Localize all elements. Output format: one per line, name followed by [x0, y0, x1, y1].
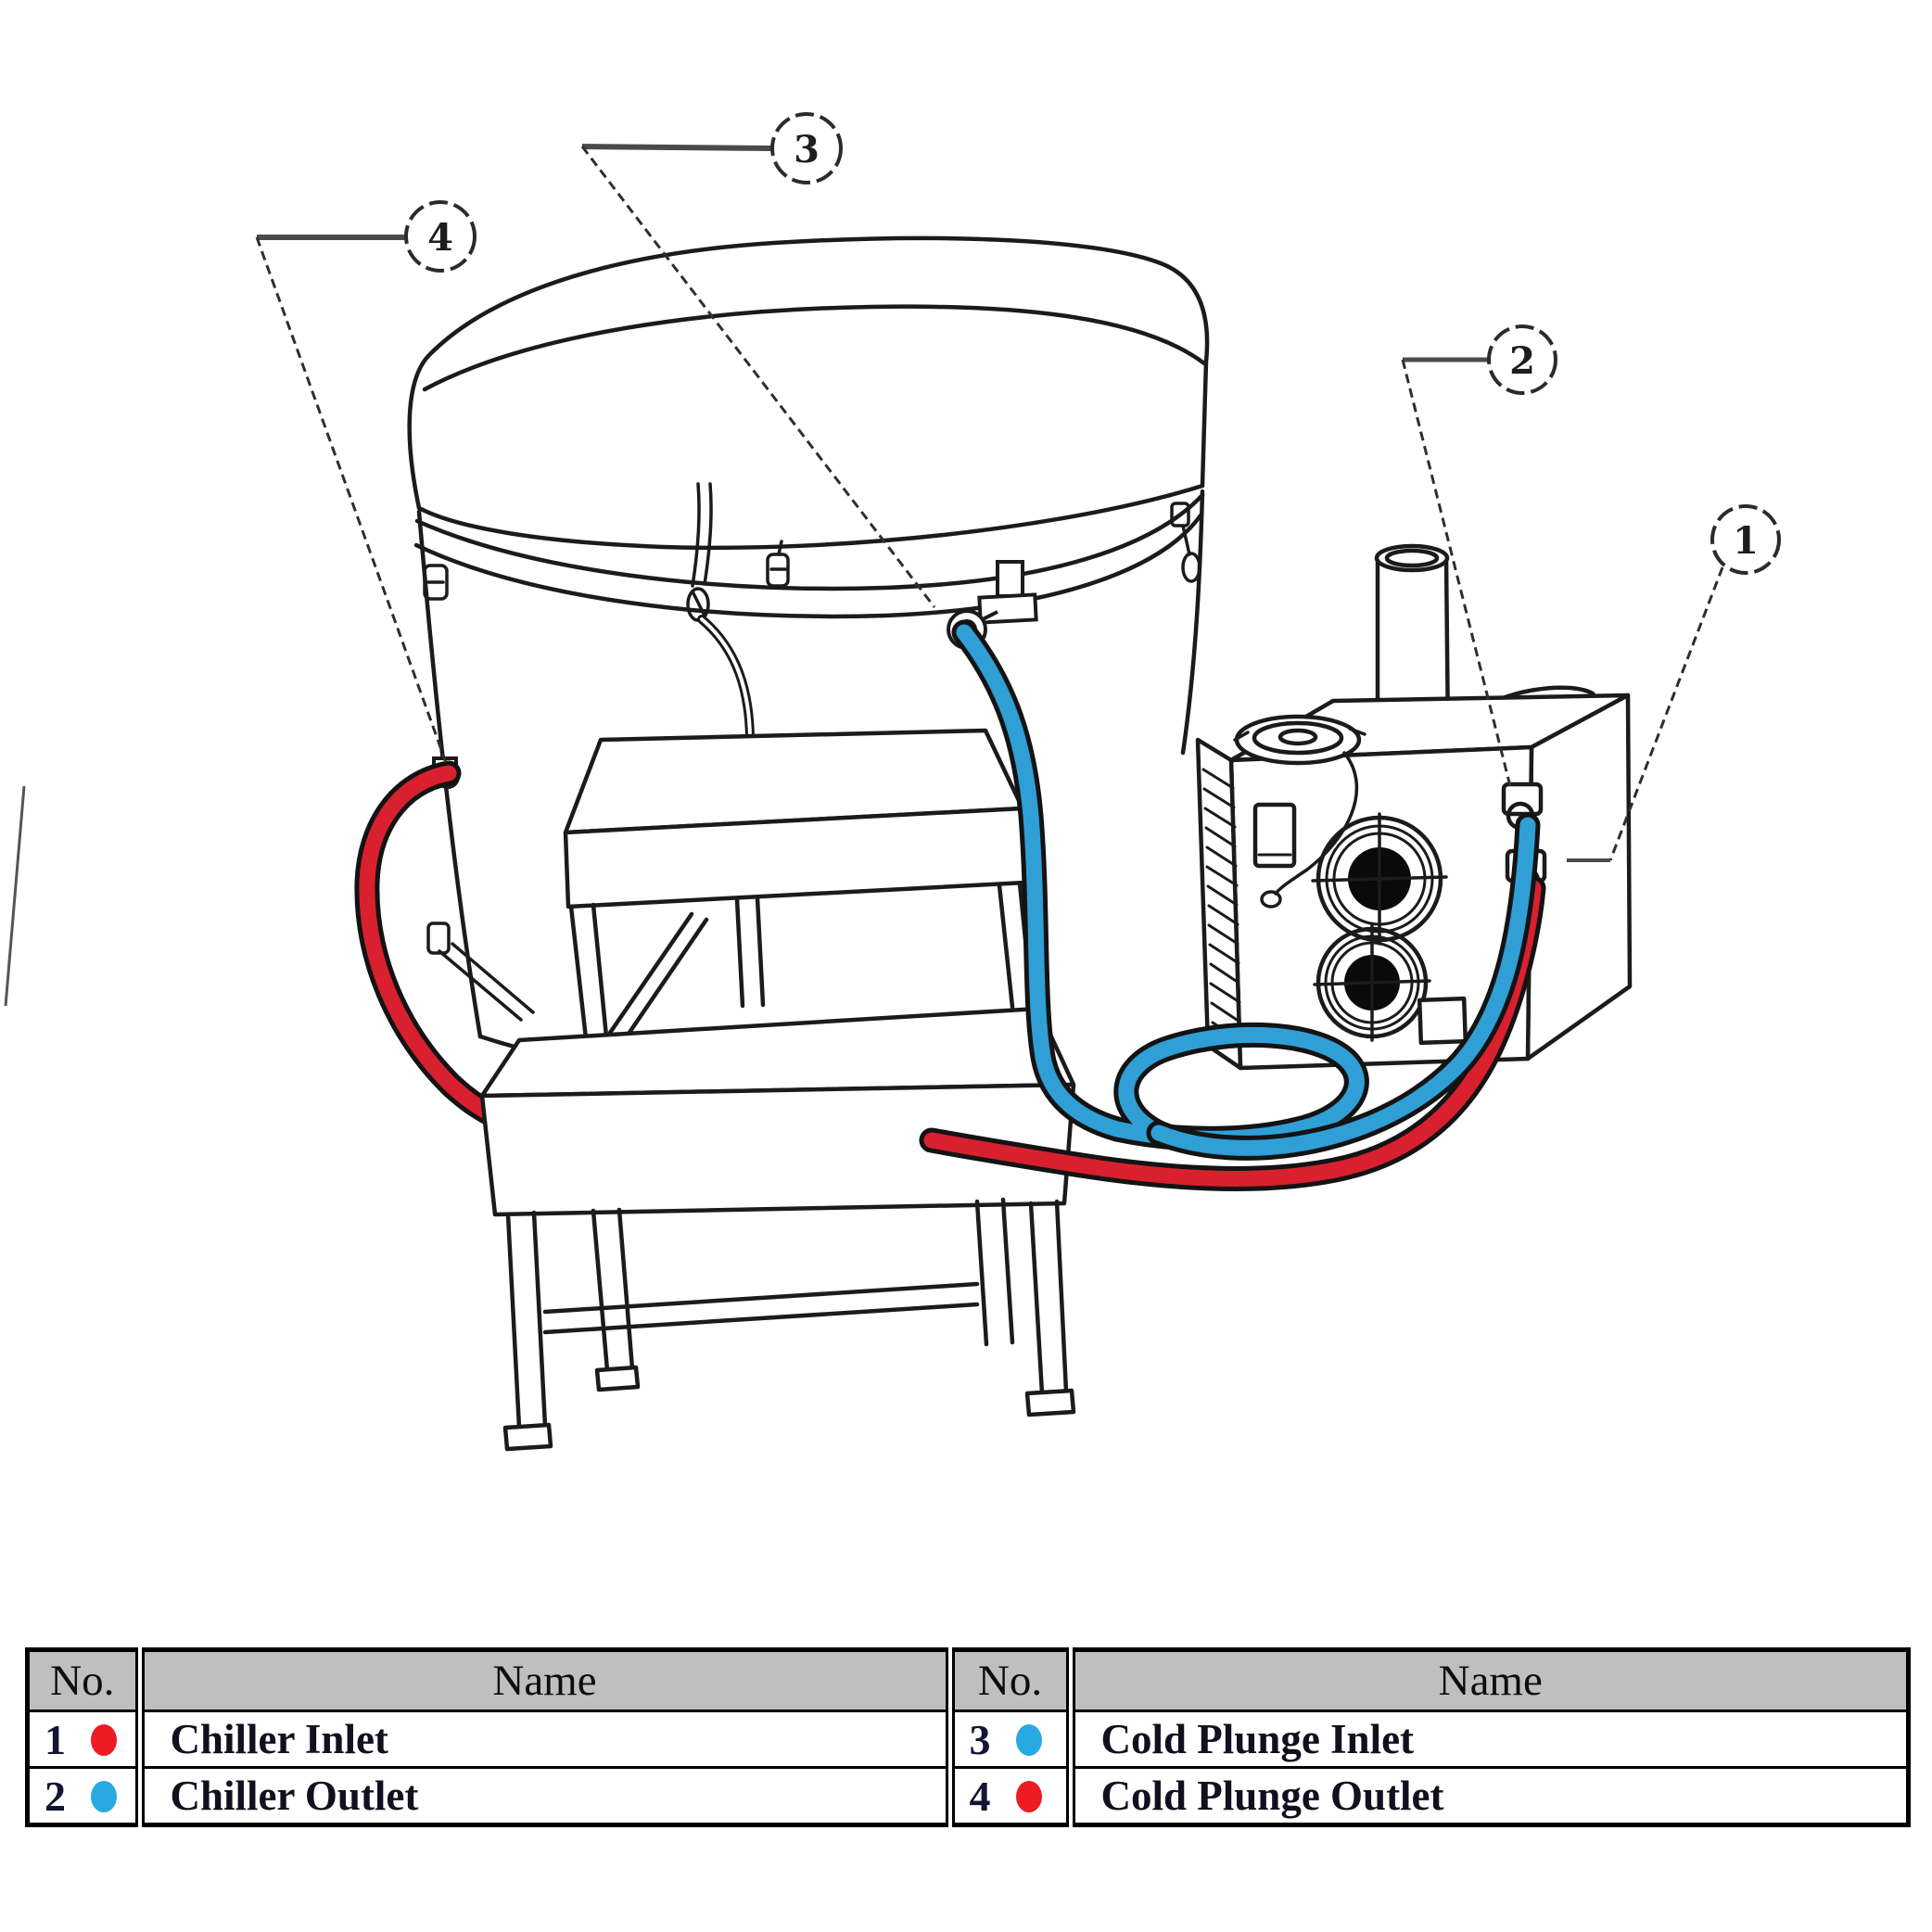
strap-buckle-mid [766, 540, 790, 588]
stray-line [4, 785, 26, 1007]
row-2-name-cell: Chiller Outlet [138, 1766, 955, 1826]
row-1-red-dot-icon [91, 1724, 117, 1756]
chiller-outlet-fitting [1501, 782, 1544, 831]
bottom-step-top [479, 1006, 1076, 1099]
row-1-no-cell: 1 [26, 1710, 145, 1769]
row-3-number: 3 [969, 1715, 991, 1763]
bottom-step-front [479, 1082, 1076, 1217]
row-2-number: 2 [44, 1772, 66, 1820]
fan-upper [1311, 812, 1448, 946]
side-vent [1195, 737, 1243, 1071]
tub-cover-seam [422, 304, 1207, 392]
row-3-name-cell: Cold Plunge Inlet [1069, 1710, 1910, 1769]
row-3-no-cell: 3 [948, 1710, 1075, 1769]
right-name-header: Name [1069, 1648, 1910, 1712]
row-1-number: 1 [44, 1715, 66, 1763]
row-4-red-dot-icon [1015, 1781, 1042, 1812]
legend-row-1: 1 Chiller Inlet 3 Cold Plunge Inlet [26, 1710, 1910, 1769]
chiller-unit [1195, 543, 1633, 1071]
callout-2-label: 2 [1509, 339, 1535, 383]
legend-table-container: No. Name No. Name 1 Chiller Inlet 3 Cold… [25, 1647, 1911, 1827]
strap-keeper-right [1170, 502, 1201, 583]
strap-buckle-left [423, 564, 449, 601]
blue-hose-part2 [1146, 812, 1541, 1161]
callout-1-label: 1 [1733, 519, 1759, 563]
callout-4-label: 4 [427, 216, 453, 260]
right-no-header: No. [948, 1648, 1075, 1712]
left-name-header: Name [138, 1648, 955, 1712]
left-no-header: No. [26, 1648, 145, 1712]
cold-plunge-tub [407, 235, 1210, 1079]
legend-header-row: No. Name No. Name [26, 1648, 1910, 1712]
legend-table: No. Name No. Name 1 Chiller Inlet 3 Cold… [25, 1647, 1911, 1827]
legend-row-2: 2 Chiller Outlet 4 Cold Plunge Outlet [26, 1766, 1910, 1826]
top-cap [1233, 714, 1366, 766]
leader-3-horizontal [581, 144, 772, 151]
strap-lower-left [426, 922, 535, 1022]
badge-plate [1417, 996, 1468, 1046]
row-1-name-cell: Chiller Inlet [138, 1710, 955, 1769]
step-stool [479, 728, 1076, 1452]
fan-lower [1313, 923, 1431, 1042]
row-3-blue-dot-icon [1015, 1724, 1042, 1756]
callout-3-label: 3 [794, 128, 820, 172]
row-2-no-cell: 2 [26, 1766, 145, 1826]
tub-right-edge [1180, 489, 1205, 756]
cable-connector [1260, 890, 1282, 909]
leader-4-diagonal [255, 236, 450, 769]
row-4-no-cell: 4 [948, 1766, 1075, 1826]
callout-3: 3 [770, 112, 843, 184]
callout-1: 1 [1710, 504, 1781, 575]
control-panel [1252, 802, 1297, 869]
leader-lines [255, 144, 1724, 862]
leader-1-diagonal [1608, 566, 1724, 861]
callout-2: 2 [1487, 324, 1557, 395]
tub-cover [407, 235, 1210, 551]
row-4-number: 4 [969, 1772, 991, 1820]
row-2-blue-dot-icon [91, 1781, 117, 1812]
callout-bubbles: 3 4 2 1 [404, 112, 1781, 575]
leader-3-diagonal [580, 146, 936, 608]
row-4-name-cell: Cold Plunge Outlet [1069, 1766, 1910, 1826]
callout-4: 4 [404, 200, 477, 273]
